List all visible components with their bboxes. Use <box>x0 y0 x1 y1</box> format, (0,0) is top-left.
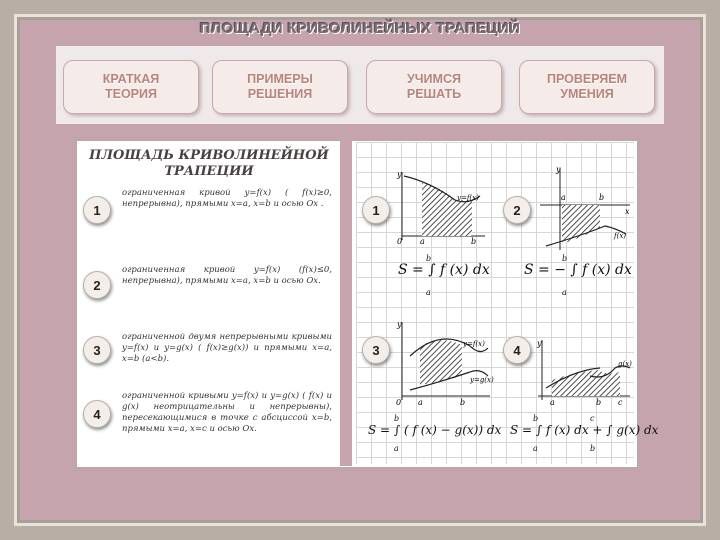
graph-3-y-label: y <box>396 320 402 329</box>
example-4-lower-limit-1: a <box>533 444 538 453</box>
graph-2-a-label: a <box>561 193 566 202</box>
nav-theory-button[interactable]: КРАТКАЯ ТЕОРИЯ <box>63 60 199 114</box>
example-3-lower-limit: a <box>394 444 399 453</box>
example-4-number[interactable]: 4 <box>503 336 531 364</box>
graph-1-y-label: y <box>396 170 402 179</box>
nav-learn-button[interactable]: УЧИМСЯ РЕШАТЬ <box>366 60 502 114</box>
graph-4-y-label: y <box>536 339 542 348</box>
example-1-upper-limit: b <box>426 254 432 263</box>
theory-item-4-text: ограниченной кривыми y=f(x) и y=g(x) ( f… <box>122 391 332 434</box>
theory-item-3-number[interactable]: 3 <box>83 336 111 364</box>
example-1-number[interactable]: 1 <box>362 196 390 224</box>
graph-1-b-label: b <box>471 237 476 246</box>
example-3-formula: S = ∫ ( f (x) − g(x)) dx <box>368 423 502 437</box>
example-3-number[interactable]: 3 <box>362 336 390 364</box>
graph-4-a-label: a <box>550 398 555 407</box>
graph-3-g-label: y=g(x) <box>469 376 494 384</box>
example-4-upper-limit-1: b <box>533 414 539 423</box>
graph-2-x-label: x <box>625 207 630 216</box>
theory-item-1-number[interactable]: 1 <box>83 196 111 224</box>
graph-2: y x a b f(x) <box>540 165 630 250</box>
graph-4-b-label: b <box>596 398 601 407</box>
theory-item-2-text: ограниченная кривой y=f(x) (f(x)≤0, непр… <box>122 265 332 286</box>
example-3-upper-limit: b <box>394 414 400 423</box>
example-2-formula: S = − ∫ f (x) dx <box>524 262 632 278</box>
graph-3-b-label: b <box>460 398 465 407</box>
theory-title: ПЛОЩАДЬ КРИВОЛИНЕЙНОЙ ТРАПЕЦИИ <box>89 148 329 179</box>
graph-4: y a b c g(x) <box>536 339 632 407</box>
graph-3-origin-label: 0 <box>396 398 401 407</box>
theory-item-1-text: ограниченная кривой y=f(x) ( f(x)≥0, неп… <box>122 188 332 209</box>
theory-item-2-number[interactable]: 2 <box>83 271 111 299</box>
graph-1-curve-label: y=f(x) <box>456 194 479 202</box>
example-4-lower-limit-2: b <box>590 444 596 453</box>
graph-2-curve-label: f(x) <box>613 232 626 240</box>
nav-check-button[interactable]: ПРОВЕРЯЕМ УМЕНИЯ <box>519 60 655 114</box>
example-2-number[interactable]: 2 <box>503 196 531 224</box>
example-1-formula: S = ∫ f (x) dx <box>398 262 490 278</box>
example-2-upper-limit: b <box>562 254 568 263</box>
example-4-formula: S = ∫ f (x) dx + ∫ g(x) dx <box>510 423 659 437</box>
graph-3-f-label: y=f(x) <box>462 340 485 348</box>
graph-2-y-label: y <box>555 165 561 174</box>
theory-item-3-text: ограниченной двумя непрерывными кривыми … <box>122 332 332 364</box>
graph-1: y 0 a b y=f(x) <box>396 170 485 246</box>
graph-4-c-label: c <box>618 398 623 407</box>
graph-1-origin-label: 0 <box>397 237 402 246</box>
example-2-lower-limit: a <box>562 288 567 297</box>
graph-2-b-label: b <box>599 193 604 202</box>
theory-item-4-number[interactable]: 4 <box>83 400 111 428</box>
page-title: ПЛОЩАДИ КРИВОЛИНЕЙНЫХ ТРАПЕЦИЙ <box>199 20 521 37</box>
graph-4-g-label: g(x) <box>618 360 632 368</box>
panel-divider <box>340 140 352 466</box>
example-1-lower-limit: a <box>426 288 431 297</box>
graph-3-a-label: a <box>418 398 423 407</box>
example-4-upper-limit-2: c <box>590 414 595 423</box>
graph-3: y 0 a b y=f(x) y=g(x) <box>396 320 494 407</box>
nav-examples-button[interactable]: ПРИМЕРЫ РЕШЕНИЯ <box>212 60 348 114</box>
graph-1-a-label: a <box>420 237 425 246</box>
